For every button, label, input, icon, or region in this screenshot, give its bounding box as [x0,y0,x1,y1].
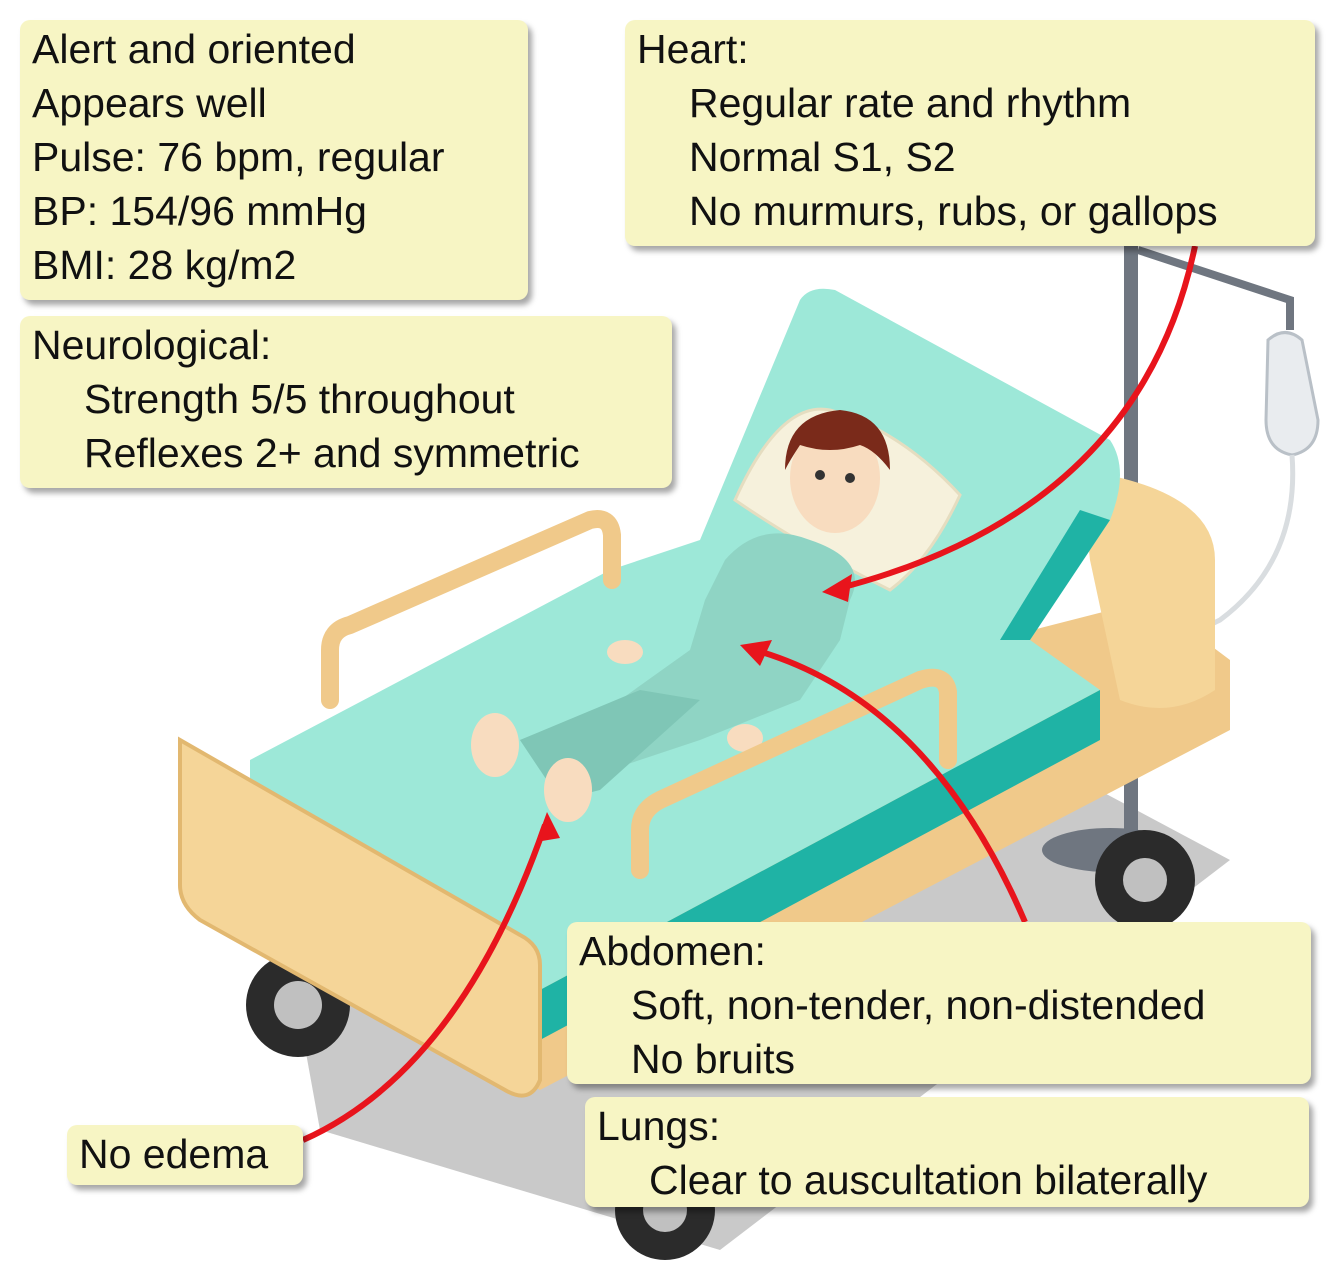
arrow-abdomen [754,647,1028,924]
arrowhead-heart [822,574,852,602]
neurological-item: Strength 5/5 throughout [84,376,515,422]
neurological-item: Reflexes 2+ and symmetric [84,430,580,476]
arrow-heart [839,245,1198,591]
edema-note: No edema [67,1125,303,1185]
abdomen-note: Abdomen: Soft, non-tender, non-distended… [567,922,1311,1084]
arrow-heads [536,574,852,842]
heart-item: Normal S1, S2 [689,134,956,180]
neurological-note: Neurological: Strength 5/5 throughout Re… [20,316,672,488]
abdomen-item: Soft, non-tender, non-distended [631,982,1206,1028]
hand-right [727,724,763,752]
foot-left [471,713,519,777]
general-appearance-note: Alert and oriented Appears well Pulse: 7… [20,20,528,300]
arrowhead-abdomen [740,640,772,666]
abdomen-item: No bruits [631,1036,796,1082]
bmi-line: BMI: 28 kg/m2 [32,242,297,288]
lungs-note: Lungs: Clear to auscultation bilaterally [585,1097,1309,1207]
arrowhead-edema [536,812,560,842]
pulse-line: Pulse: 76 bpm, regular [32,134,445,180]
edema-text: No edema [79,1131,269,1177]
heart-item: No murmurs, rubs, or gallops [689,188,1218,234]
abdomen-title: Abdomen: [579,928,766,974]
side-rails [321,510,957,879]
hair [785,410,890,470]
neurological-title: Neurological: [32,322,272,368]
general-line: Appears well [32,80,267,126]
heart-item: Regular rate and rhythm [689,80,1132,126]
hand-left [607,640,643,664]
patient [471,410,890,822]
head [790,423,880,533]
iv-bag [1264,331,1320,457]
general-line: Alert and oriented [32,26,356,72]
blood-pressure-line: BP: 154/96 mmHg [32,188,367,234]
foot-board [178,736,542,1098]
arrow-edema [301,824,548,1143]
foot-right [544,758,592,822]
lungs-title: Lungs: [597,1103,721,1149]
bed-head-frame [1080,470,1215,708]
annotation-arrows [301,245,1198,1143]
heart-note: Heart: Regular rate and rhythm Normal S1… [625,20,1315,246]
lungs-item: Clear to auscultation bilaterally [649,1157,1208,1203]
heart-title: Heart: [637,26,749,72]
